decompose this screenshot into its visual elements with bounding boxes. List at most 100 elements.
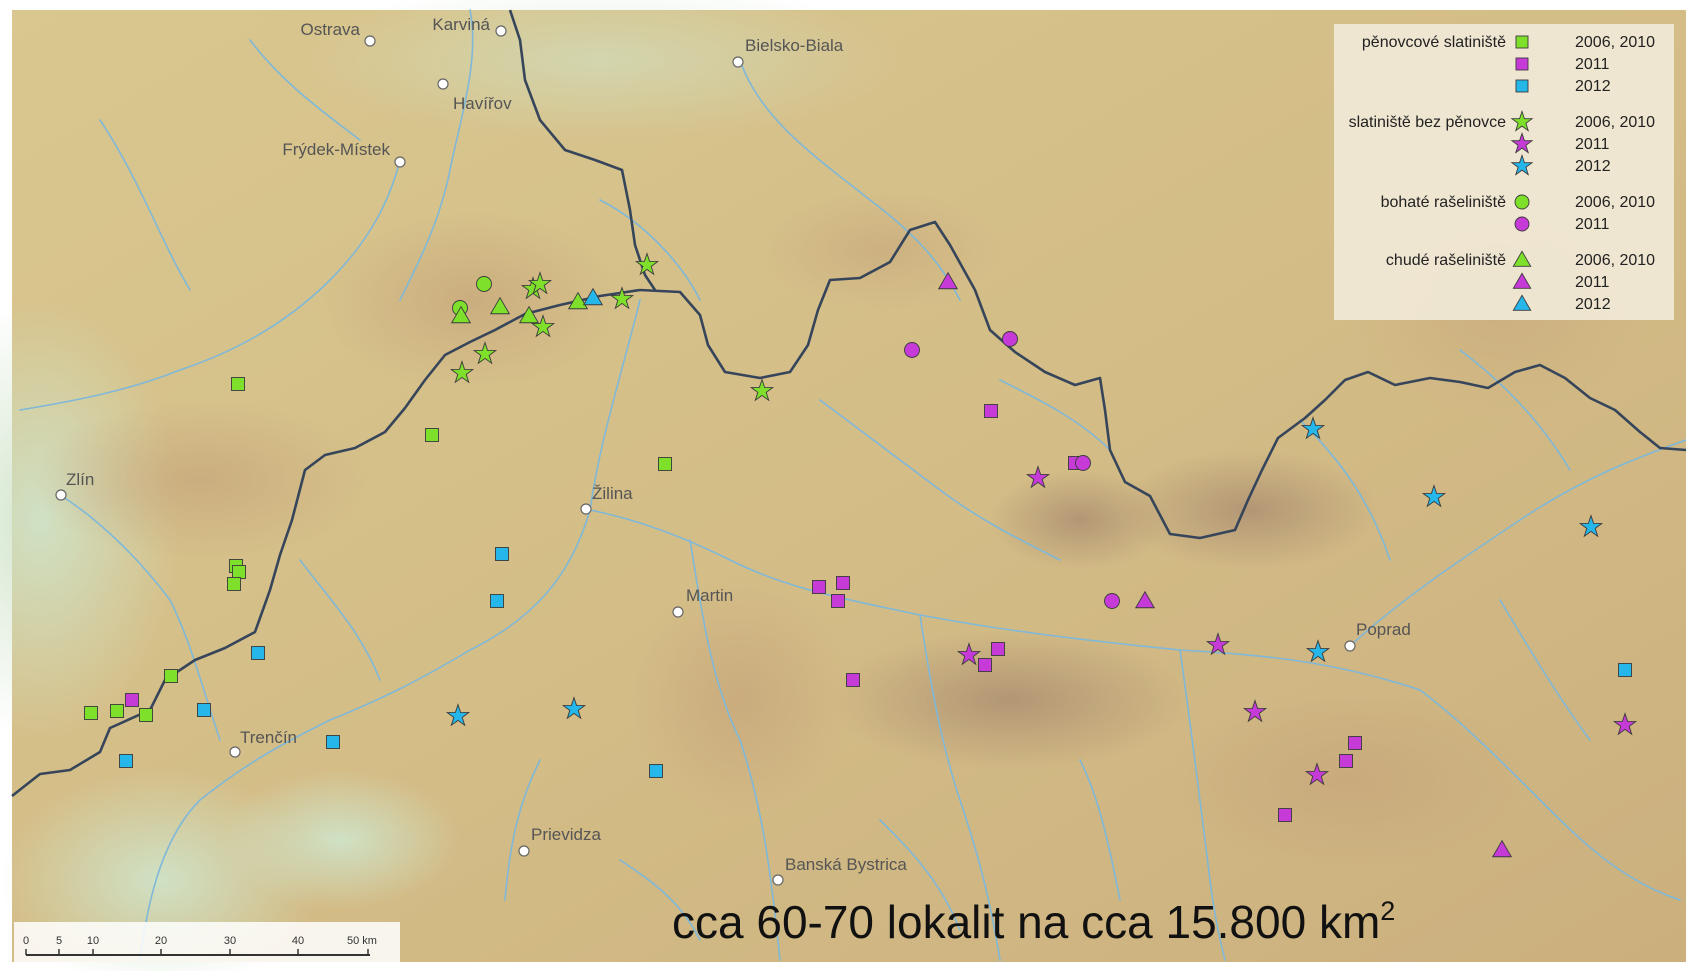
city-label: Trenčín — [240, 728, 297, 747]
site-marker-square — [326, 735, 340, 749]
site-marker-star — [1242, 699, 1268, 723]
site-marker-square — [125, 693, 139, 707]
site-marker-square — [1348, 736, 1362, 750]
site-marker-square — [658, 457, 672, 471]
site-marker-square — [495, 547, 509, 561]
site-marker-square — [197, 703, 211, 717]
site-marker-circle — [1075, 455, 1091, 471]
site-marker-circle — [1104, 593, 1120, 609]
caption-superscript: 2 — [1380, 896, 1396, 926]
site-marker-square — [812, 580, 826, 594]
city-2: Karviná — [432, 15, 507, 37]
scale-tick-label: 0 — [23, 935, 29, 947]
scale-tick-label: 20 — [155, 935, 167, 947]
legend-symbol-star — [1510, 131, 1534, 154]
site-marker-square — [490, 594, 504, 608]
city-label: Martin — [686, 586, 733, 605]
city-9: Trenčín — [229, 728, 297, 758]
site-marker-square — [1278, 808, 1292, 822]
city-dot — [518, 845, 530, 857]
site-marker-square — [232, 565, 246, 579]
river-network — [19, 9, 1686, 961]
city-dot — [437, 78, 449, 90]
site-marker-square — [1339, 754, 1353, 768]
site-marker-square — [846, 673, 860, 687]
legend-symbol-triangle — [1512, 250, 1532, 267]
national-border — [11, 220, 1686, 798]
site-marker-triangle — [582, 287, 604, 306]
city-dot — [672, 606, 684, 618]
site-marker-square — [978, 658, 992, 672]
legend-symbol-square — [1515, 79, 1529, 93]
city-6: Zlín — [55, 470, 94, 501]
site-marker-circle — [904, 342, 920, 358]
site-marker-star — [1304, 762, 1330, 786]
site-marker-square — [831, 594, 845, 608]
site-marker-triangle — [489, 296, 511, 315]
site-marker-star — [527, 271, 553, 295]
legend-symbol-square — [1515, 35, 1529, 49]
site-marker-square — [649, 764, 663, 778]
legend-symbol-star — [1510, 153, 1534, 176]
site-marker-star — [1300, 416, 1326, 440]
site-marker-star — [634, 252, 660, 276]
site-marker-circle — [476, 276, 492, 292]
city-label: Ostrava — [300, 20, 360, 39]
legend-entry: 2006, 2010 — [1575, 252, 1655, 269]
legend-entry: 2012 — [1575, 296, 1611, 313]
city-label: Havířov — [453, 94, 512, 113]
city-label: Poprad — [1356, 620, 1411, 639]
site-marker-square — [425, 428, 439, 442]
border-north — [508, 9, 657, 291]
site-marker-square — [164, 669, 178, 683]
legend-symbol-star — [1510, 109, 1534, 132]
site-marker-star — [1305, 639, 1331, 663]
city-label: Prievidza — [531, 825, 601, 844]
city-label: Bielsko-Biala — [745, 36, 844, 55]
site-marker-square — [84, 706, 98, 720]
site-marker-square — [110, 704, 124, 718]
legend-symbol-triangle — [1512, 294, 1532, 311]
legend-entry: 2006, 2010 — [1575, 194, 1655, 211]
legend-entry: 2012 — [1575, 78, 1611, 95]
city-1: Ostrava — [300, 20, 376, 47]
city-dot — [772, 874, 784, 886]
scale-tick-label: 5 — [56, 935, 62, 947]
site-markers — [84, 252, 1638, 858]
legend-entry: 2011 — [1575, 136, 1610, 153]
city-label: Karviná — [432, 15, 490, 34]
city-label: Žilina — [592, 484, 633, 503]
site-marker-star — [1578, 514, 1604, 538]
legend-entry: 2006, 2010 — [1575, 114, 1655, 131]
site-marker-star — [1612, 712, 1638, 736]
city-dot — [55, 489, 67, 501]
legend-symbol-circle — [1514, 216, 1530, 232]
city-label: Banská Bystrica — [785, 855, 907, 874]
site-marker-triangle — [518, 305, 540, 324]
site-marker-circle — [1002, 331, 1018, 347]
legend-entry: 2011 — [1575, 56, 1610, 73]
site-marker-square — [836, 576, 850, 590]
scale-tick-label: 30 — [224, 935, 236, 947]
site-marker-square — [119, 754, 133, 768]
site-marker-star — [530, 314, 556, 338]
city-dot — [580, 503, 592, 515]
site-marker-square — [991, 642, 1005, 656]
city-7: Žilina — [580, 484, 633, 515]
site-marker-star — [1025, 465, 1051, 489]
site-marker-triangle — [567, 291, 589, 310]
site-marker-star — [561, 696, 587, 720]
site-marker-star — [472, 341, 498, 365]
city-8: Martin — [672, 586, 733, 618]
city-label: Zlín — [66, 470, 94, 489]
scale-tick-label: 50 km — [347, 935, 377, 947]
legend-panel — [1334, 24, 1674, 320]
legend-symbol-square — [1515, 57, 1529, 71]
caption: cca 60-70 lokalit na cca 15.800 km2 — [672, 896, 1396, 946]
scale-tick-label: 40 — [292, 935, 304, 947]
